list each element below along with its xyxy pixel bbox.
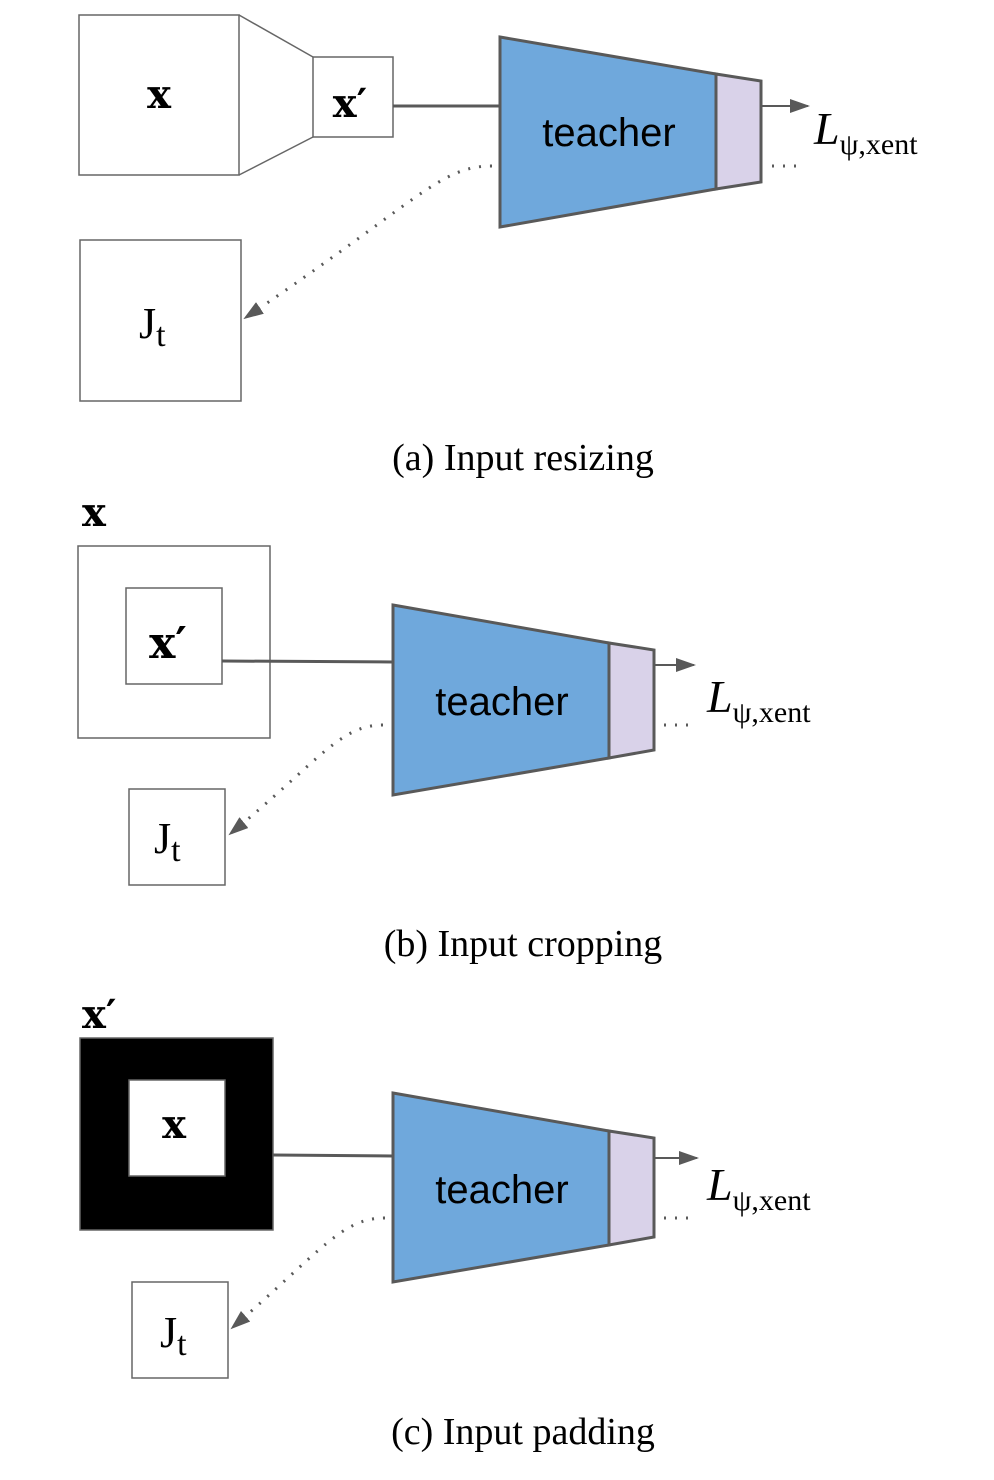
classifier-head — [607, 641, 656, 760]
cropped-x-prime-box — [125, 587, 223, 685]
loss-label: Lψ,xent — [706, 671, 811, 729]
jacobian-box — [131, 1281, 229, 1379]
resized-x-prime-box — [312, 56, 394, 138]
classifier-head — [607, 1129, 656, 1247]
loss-label: Lψ,xent — [706, 1159, 811, 1217]
input-x-box — [128, 1079, 226, 1177]
cropped-x-prime-label: x′ — [149, 618, 187, 669]
input-x-label: x — [147, 71, 172, 118]
panel-a-input-resizing: x x′ teacher Lψ,xent Jt (a) Input resizi… — [78, 14, 918, 479]
panel-c-input-padding: x′ x teacher Lψ,xent Jt (c) Input paddin… — [79, 991, 811, 1453]
input-x-box — [78, 14, 240, 176]
gradient-dotted-arrow — [230, 1216, 386, 1330]
teacher-label: teacher — [435, 1168, 568, 1212]
resize-line-top — [238, 14, 314, 58]
input-connector — [221, 659, 394, 664]
caption-c: (c) Input padding — [391, 1411, 655, 1453]
jacobian-box — [79, 239, 242, 402]
teacher-label: teacher — [435, 680, 568, 724]
jacobian-label: Jt — [154, 814, 181, 869]
input-connector — [272, 1153, 394, 1158]
caption-a: (a) Input resizing — [392, 437, 654, 479]
padded-x-prime-label: x′ — [82, 991, 116, 1038]
gradient-dotted-arrow — [228, 723, 384, 836]
jacobian-box — [128, 788, 226, 886]
gradient-dotted-arrow — [243, 164, 493, 320]
input-x-label: x — [162, 1101, 187, 1148]
teacher-label: teacher — [542, 111, 675, 155]
jacobian-label: Jt — [139, 299, 166, 354]
panel-b-input-cropping: x x′ teacher Lψ,xent Jt (b) Input croppi… — [77, 489, 811, 965]
loss-label: Lψ,xent — [813, 103, 918, 161]
classifier-head — [714, 72, 763, 191]
resized-x-prime-label: x′ — [333, 80, 367, 127]
resize-line-bottom — [238, 136, 314, 176]
caption-b: (b) Input cropping — [384, 923, 663, 965]
jacobian-label: Jt — [160, 1308, 187, 1363]
input-x-label: x — [82, 489, 107, 536]
